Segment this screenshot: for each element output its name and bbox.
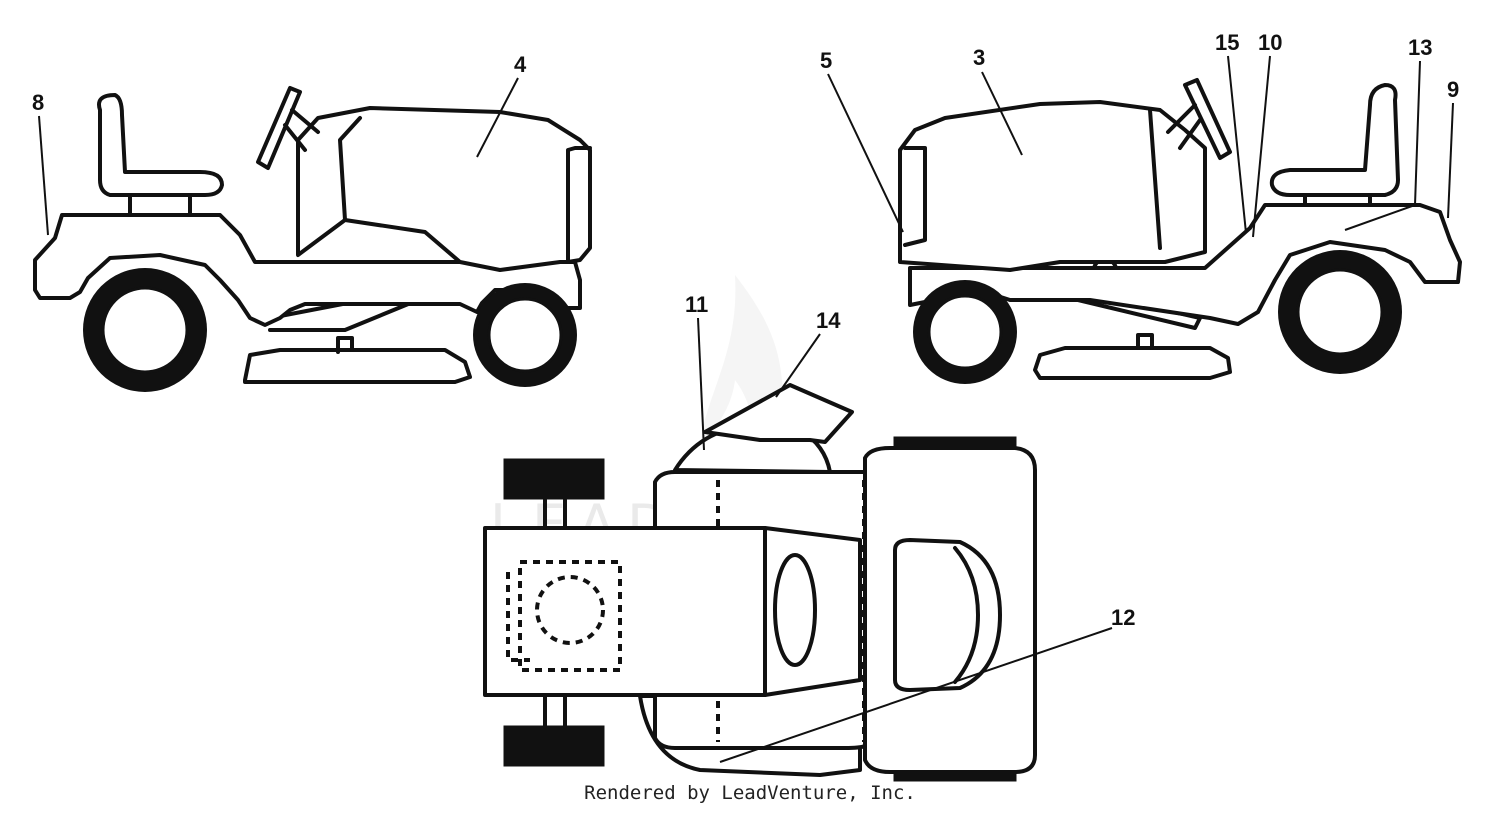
tractor-left-view xyxy=(33,86,592,392)
tractor-top-view xyxy=(483,383,1037,782)
leader-11 xyxy=(697,317,705,451)
leader-3 xyxy=(981,71,1023,156)
leader-15 xyxy=(1227,55,1247,234)
callout-13: 13 xyxy=(1408,35,1432,60)
callout-3: 3 xyxy=(973,45,985,70)
callout-11: 11 xyxy=(685,292,708,317)
leader-10 xyxy=(1252,55,1271,238)
callout-14: 14 xyxy=(816,308,841,333)
callout-5: 5 xyxy=(820,48,832,73)
callout-9: 9 xyxy=(1447,77,1459,102)
callout-15: 15 xyxy=(1215,30,1239,55)
leader-13 xyxy=(1344,60,1421,231)
caption-text: Rendered by LeadVenture, Inc. xyxy=(584,782,916,804)
callout-10: 10 xyxy=(1258,30,1282,55)
callouts: 4 8 5 3 15 10 13 9 11 14 12 xyxy=(32,30,1459,763)
leader-5 xyxy=(827,73,904,233)
callout-8: 8 xyxy=(32,90,44,115)
leader-12 xyxy=(719,627,1113,763)
callout-12: 12 xyxy=(1111,605,1135,630)
leader-4 xyxy=(476,77,519,158)
callout-4: 4 xyxy=(514,52,527,77)
leader-14 xyxy=(775,333,821,398)
leader-9 xyxy=(1447,102,1454,219)
leader-8 xyxy=(38,115,49,236)
tractor-right-view xyxy=(898,78,1462,384)
